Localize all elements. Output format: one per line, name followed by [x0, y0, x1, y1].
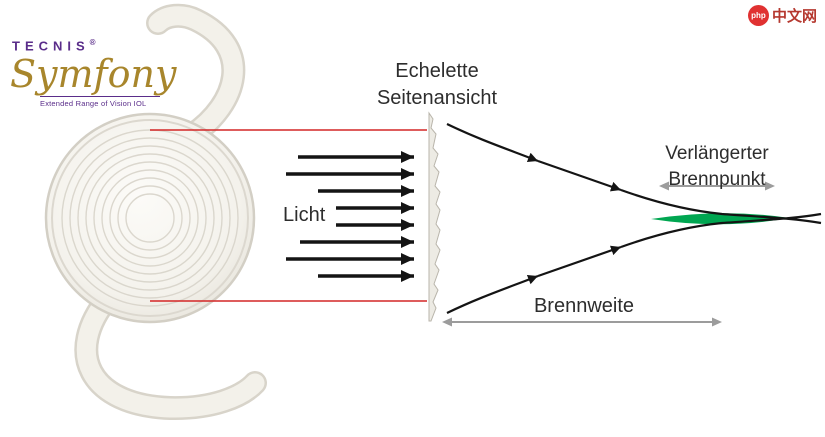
lens-body [44, 112, 256, 324]
tecnis-wordmark: TECNIS [12, 38, 90, 54]
iol-lens [44, 3, 267, 421]
lens-haptic-bottom [74, 286, 267, 421]
echelette-label-line1: Echelette [395, 60, 479, 82]
echelette-profile [428, 111, 441, 322]
tecnis-logo: TECNIS® Symfony Extended Range of Vision… [10, 38, 202, 108]
site-name: 中文网 [771, 8, 817, 25]
echelette-label-line2: Seitenansicht [376, 87, 498, 109]
light-rays [446, 123, 822, 314]
brennweite-label: Brennweite [533, 295, 635, 317]
focal-label-line1: Verlängerter [665, 143, 769, 164]
licht-label: Licht [283, 204, 326, 226]
light-arrows [286, 151, 414, 282]
site-watermark: php 中文网 [747, 5, 817, 26]
symfony-wordmark: Symfony [10, 52, 177, 97]
echelette-label: Echelette Seitenansicht [377, 58, 497, 112]
lens-haptic-top [146, 3, 246, 147]
ray-top [446, 123, 822, 225]
registered-mark: ® [89, 38, 96, 47]
ray-bottom [446, 212, 822, 314]
lens-rings [61, 129, 239, 307]
tecnis-name: TECNIS® [12, 38, 202, 53]
focal-extent-arrow [659, 181, 775, 191]
focal-length-arrow [442, 317, 722, 327]
brand-tagline: Extended Range of Vision IOL [40, 96, 160, 108]
focal-label-line2: Brennpunkt [668, 169, 766, 190]
focal-label: Verlängerter Brennpunkt [665, 141, 769, 193]
php-logo-icon: php [747, 5, 769, 26]
